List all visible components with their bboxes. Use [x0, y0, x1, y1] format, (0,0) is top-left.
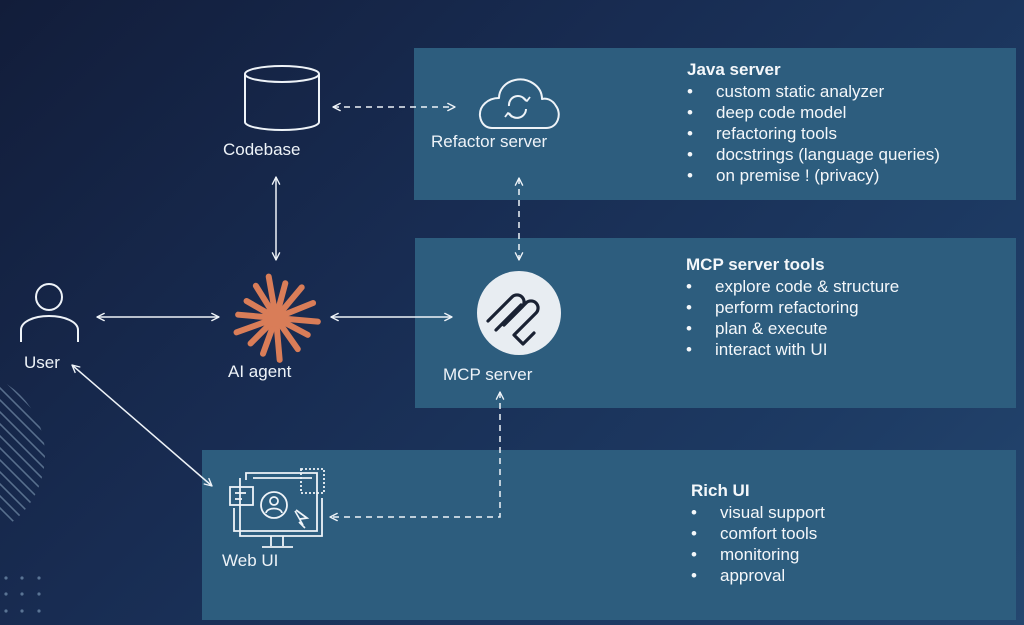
- user-label: User: [24, 353, 60, 372]
- starburst-ray: [252, 282, 276, 316]
- database-cylinder-icon: [244, 65, 320, 131]
- mcp-logo-icon: [477, 271, 561, 355]
- list-item: monitoring: [691, 544, 825, 565]
- starburst-ray: [273, 320, 283, 363]
- rich-ui-info: Rich UI visual support comfort tools mon…: [691, 481, 825, 586]
- starburst-agent-icon: [233, 273, 321, 363]
- list-item: on premise ! (privacy): [687, 165, 940, 186]
- mcp-tools-feature-list: explore code & structure perform refacto…: [686, 276, 899, 360]
- starburst-ray: [265, 273, 278, 316]
- starburst-ray: [235, 311, 274, 321]
- java-server-feature-list: custom static analyzer deep code model r…: [687, 81, 940, 186]
- list-item: docstrings (language queries): [687, 144, 940, 165]
- codebase-label: Codebase: [223, 140, 301, 159]
- user-person-icon: [20, 283, 79, 342]
- java-server-info: Java server custom static analyzer deep …: [687, 60, 940, 186]
- edge-mcp-webui: [329, 391, 505, 522]
- rich-ui-title: Rich UI: [691, 481, 750, 500]
- mcp-tools-title: MCP server tools: [686, 255, 825, 274]
- list-item: refactoring tools: [687, 123, 940, 144]
- starburst-ray: [274, 280, 289, 316]
- edge-user-webui: [71, 364, 213, 487]
- starburst-ray: [276, 284, 305, 317]
- starburst-ray: [278, 317, 311, 338]
- list-item: explore code & structure: [686, 276, 899, 297]
- list-item: interact with UI: [686, 339, 899, 360]
- java-server-title: Java server: [687, 60, 781, 79]
- starburst-core: [267, 309, 285, 327]
- rich-ui-feature-list: visual support comfort tools monitoring …: [691, 502, 825, 586]
- cloud-sync-icon: [478, 78, 560, 129]
- starburst-ray: [243, 298, 274, 318]
- list-item: approval: [691, 565, 825, 586]
- list-item: plan & execute: [686, 318, 899, 339]
- ai-agent-label: AI agent: [228, 362, 292, 381]
- list-item: perform refactoring: [686, 297, 899, 318]
- starburst-ray: [278, 300, 317, 319]
- refactor-server-label: Refactor server: [431, 132, 548, 151]
- starburst-ray: [247, 319, 275, 347]
- dot-grid-decoration: [4, 576, 41, 613]
- starburst-ray: [276, 319, 301, 353]
- starburst-ray: [278, 315, 321, 325]
- hatched-circle-decoration: [0, 370, 45, 540]
- list-item: comfort tools: [691, 523, 825, 544]
- web-ui-label: Web UI: [222, 551, 279, 570]
- monitor-ui-icon: [229, 468, 325, 548]
- starburst-ray: [260, 320, 277, 357]
- mcp-tools-info: MCP server tools explore code & structur…: [686, 255, 899, 360]
- starburst-ray: [233, 317, 274, 336]
- list-item: custom static analyzer: [687, 81, 940, 102]
- list-item: deep code model: [687, 102, 940, 123]
- mcp-server-label: MCP server: [443, 365, 533, 384]
- list-item: visual support: [691, 502, 825, 523]
